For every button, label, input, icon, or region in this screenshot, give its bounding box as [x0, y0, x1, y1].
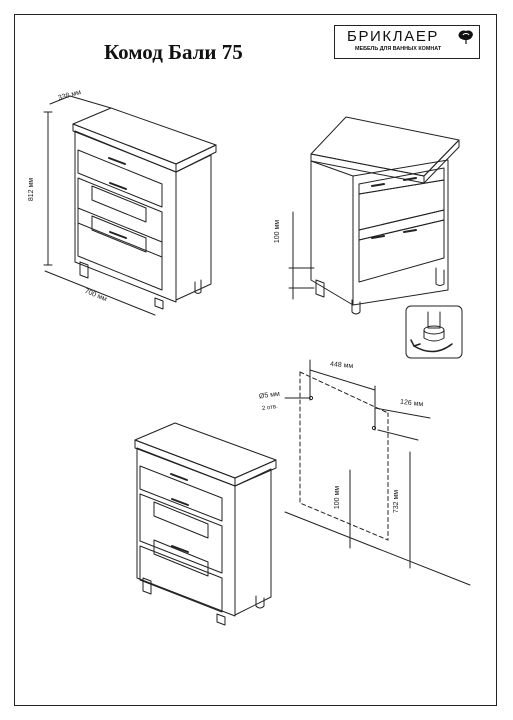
brand-tagline: МЕБЕЛЬ ДЛЯ ВАННЫХ КОМНАТ	[355, 46, 442, 52]
brand-logo: БРИКЛАЕР МЕБЕЛЬ ДЛЯ ВАННЫХ КОМНАТ	[334, 25, 480, 59]
adjustable-foot-detail	[405, 305, 463, 359]
drawer-gap-label: 100 мм	[274, 219, 282, 244]
brand-name: БРИКЛАЕР	[347, 28, 440, 45]
wall-mounting-scheme	[284, 359, 471, 586]
cabinet-interior-view	[288, 116, 460, 315]
floor-gap-label: 100 мм	[334, 485, 342, 510]
page-title: Комод Бали 75	[104, 40, 243, 64]
document-frame	[14, 14, 497, 706]
mount-height-label: 732 мм	[393, 489, 401, 514]
cabinet-front-view	[43, 95, 217, 316]
cabinet-closed-view	[134, 422, 277, 626]
height-label: 812 мм	[28, 177, 36, 202]
rose-icon	[456, 28, 476, 49]
